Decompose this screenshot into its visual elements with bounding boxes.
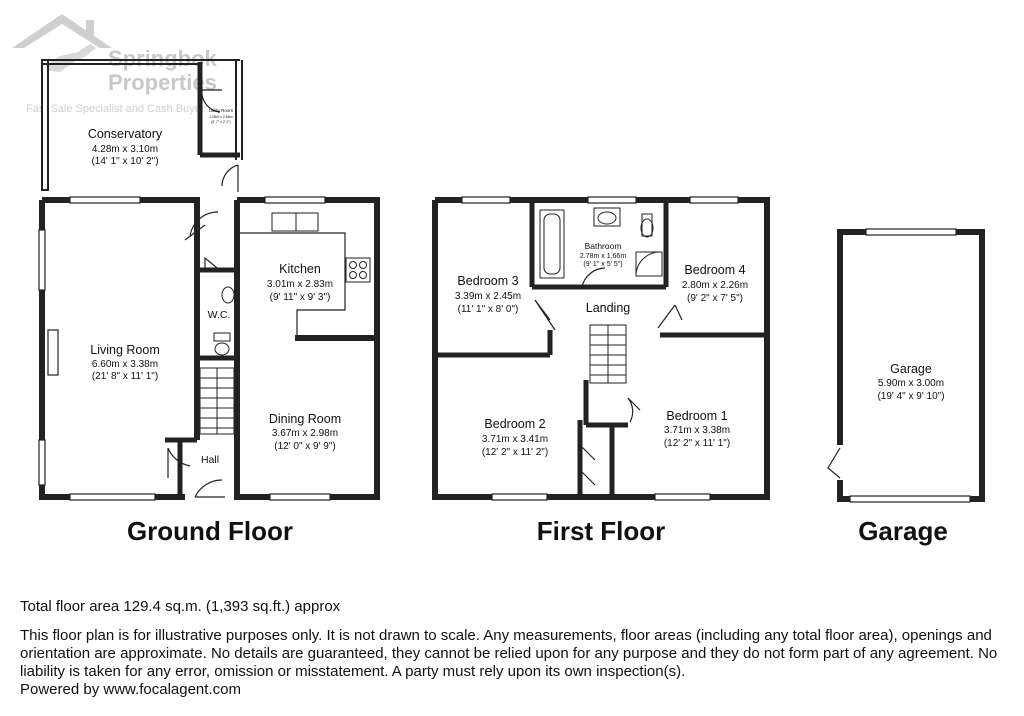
bedroom2-metric: 3.71m x 3.41m xyxy=(482,434,548,445)
bathroom-door-swing xyxy=(581,267,606,288)
garage-side-door-swing xyxy=(827,447,841,479)
basin-icon xyxy=(593,207,621,227)
landing-name: Landing xyxy=(586,301,631,315)
conservatory-name: Conservatory xyxy=(88,127,163,141)
bedroom1-imperial: (12' 2" x 11' 1") xyxy=(664,438,730,449)
utility-imperial: (6' 7" x 2' 2") xyxy=(211,120,231,124)
living-window-bottom xyxy=(69,493,156,501)
bedroom4-imperial: (9' 2" x 7' 5") xyxy=(687,293,743,304)
bedroom1-metric: 3.71m x 3.38m xyxy=(664,425,730,436)
living-room-name: Living Room xyxy=(90,343,159,357)
conservatory-door-swing xyxy=(221,164,239,192)
wc-hall-walls xyxy=(165,267,237,500)
shower-icon xyxy=(635,251,663,277)
bathroom-window xyxy=(587,196,637,204)
living-window-left-lower xyxy=(38,439,46,486)
utility-metric: 2.06m x 0.66m xyxy=(209,115,232,119)
living-window-left-upper xyxy=(38,229,46,291)
toilet-icon xyxy=(640,213,654,238)
hob-icon xyxy=(345,257,371,283)
bedroom4-name: Bedroom 4 xyxy=(684,263,745,277)
living-window-top xyxy=(69,196,141,204)
garage-door-opening xyxy=(849,495,971,503)
kitchen-window xyxy=(264,196,326,204)
bedroom1-name: Bedroom 1 xyxy=(666,409,727,423)
living-room-metric: 6.60m x 3.38m xyxy=(92,359,158,370)
bedroom4-metric: 2.80m x 2.26m xyxy=(682,280,748,291)
total-floor-area: Total floor area 129.4 sq.m. (1,393 sq.f… xyxy=(20,598,341,615)
hall-door-swing xyxy=(184,211,219,241)
ground-stairs xyxy=(199,367,235,435)
bedroom1-window xyxy=(654,493,711,501)
dining-room-imperial: (12' 0" x 9' 9") xyxy=(274,441,336,452)
kitchen-counter xyxy=(240,232,346,338)
bathroom-metric: 2.78m x 1.66m xyxy=(580,253,626,260)
disclaimer-text: This floor plan is for illustrative purp… xyxy=(20,627,998,680)
kitchen-dining-walls xyxy=(234,197,380,500)
powered-by-link[interactable]: Powered by www.focalagent.com xyxy=(20,681,241,698)
bedroom2-window xyxy=(491,493,548,501)
garage-name: Garage xyxy=(890,362,932,376)
ground-floor-title: Ground Floor xyxy=(127,516,293,546)
garage-window xyxy=(865,228,957,236)
bath-icon xyxy=(539,209,565,279)
bedroom3-metric: 3.39m x 2.45m xyxy=(455,291,521,302)
hall-name: Hall xyxy=(201,454,219,466)
dining-window xyxy=(269,493,331,501)
first-floor-stairs xyxy=(589,324,627,384)
wardrobe-door-swing xyxy=(579,444,596,486)
living-room-imperial: (21' 8" x 11' 1") xyxy=(92,371,158,382)
bedroom4-window xyxy=(689,196,739,204)
brand-watermark: Springbok Properties Fast Sale Specialis… xyxy=(12,14,218,115)
garage-title: Garage xyxy=(858,516,948,546)
wc-door-swing xyxy=(204,256,223,273)
sink-icon xyxy=(271,212,319,232)
wc-basin-icon xyxy=(221,286,235,304)
wc-name: W.C. xyxy=(208,309,231,321)
entrance-door-swing xyxy=(194,479,225,498)
bedroom3-door-swing xyxy=(534,299,556,331)
bedroom3-window xyxy=(461,196,511,204)
bedroom3-name: Bedroom 3 xyxy=(457,274,518,288)
garage-metric: 5.90m x 3.00m xyxy=(878,378,944,389)
bedroom1-door-swing xyxy=(627,397,641,423)
room-labels: Conservatory 4.28m x 3.10m (14' 1" x 10'… xyxy=(88,108,945,466)
fireplace-icon xyxy=(47,329,59,376)
wc-toilet-icon xyxy=(213,332,231,356)
garage-plan xyxy=(827,228,985,503)
first-floor-plan xyxy=(432,196,770,501)
ground-floor-plan xyxy=(38,59,380,501)
kitchen-name: Kitchen xyxy=(279,262,321,276)
bedroom3-imperial: (11' 1" x 8' 0") xyxy=(458,304,519,315)
kitchen-metric: 3.01m x 2.83m xyxy=(267,279,333,290)
brand-tagline: Fast Sale Specialist and Cash Buyer xyxy=(26,103,205,115)
bedroom2-name: Bedroom 2 xyxy=(484,417,545,431)
front-door-swing xyxy=(167,447,191,478)
bathroom-name: Bathroom xyxy=(585,241,622,251)
conservatory-walls xyxy=(41,59,243,191)
house-roof-logo xyxy=(12,14,112,48)
first-floor-title: First Floor xyxy=(537,516,666,546)
dining-room-name: Dining Room xyxy=(269,412,341,426)
conservatory-imperial: (14' 1" x 10' 2") xyxy=(91,156,158,167)
kitchen-imperial: (9' 11" x 9' 3") xyxy=(270,292,331,303)
disclaimer-block: This floor plan is for illustrative purp… xyxy=(20,627,1010,699)
bathroom-imperial: (9' 1" x 5' 5") xyxy=(583,261,622,268)
floor-plan: Springbok Properties Fast Sale Specialis… xyxy=(12,14,985,546)
conservatory-metric: 4.28m x 3.10m xyxy=(92,144,158,155)
bedroom2-imperial: (12' 2" x 11' 2") xyxy=(482,447,548,458)
house-chimney-logo xyxy=(86,20,94,36)
utility-name: Utility Room xyxy=(209,108,234,113)
utility-room-walls xyxy=(197,62,240,158)
utility-door-swing xyxy=(201,89,222,113)
dining-room-metric: 3.67m x 2.98m xyxy=(272,428,338,439)
garage-imperial: (19' 4" x 9' 10") xyxy=(877,391,944,402)
bedroom4-door-swing xyxy=(657,304,683,329)
